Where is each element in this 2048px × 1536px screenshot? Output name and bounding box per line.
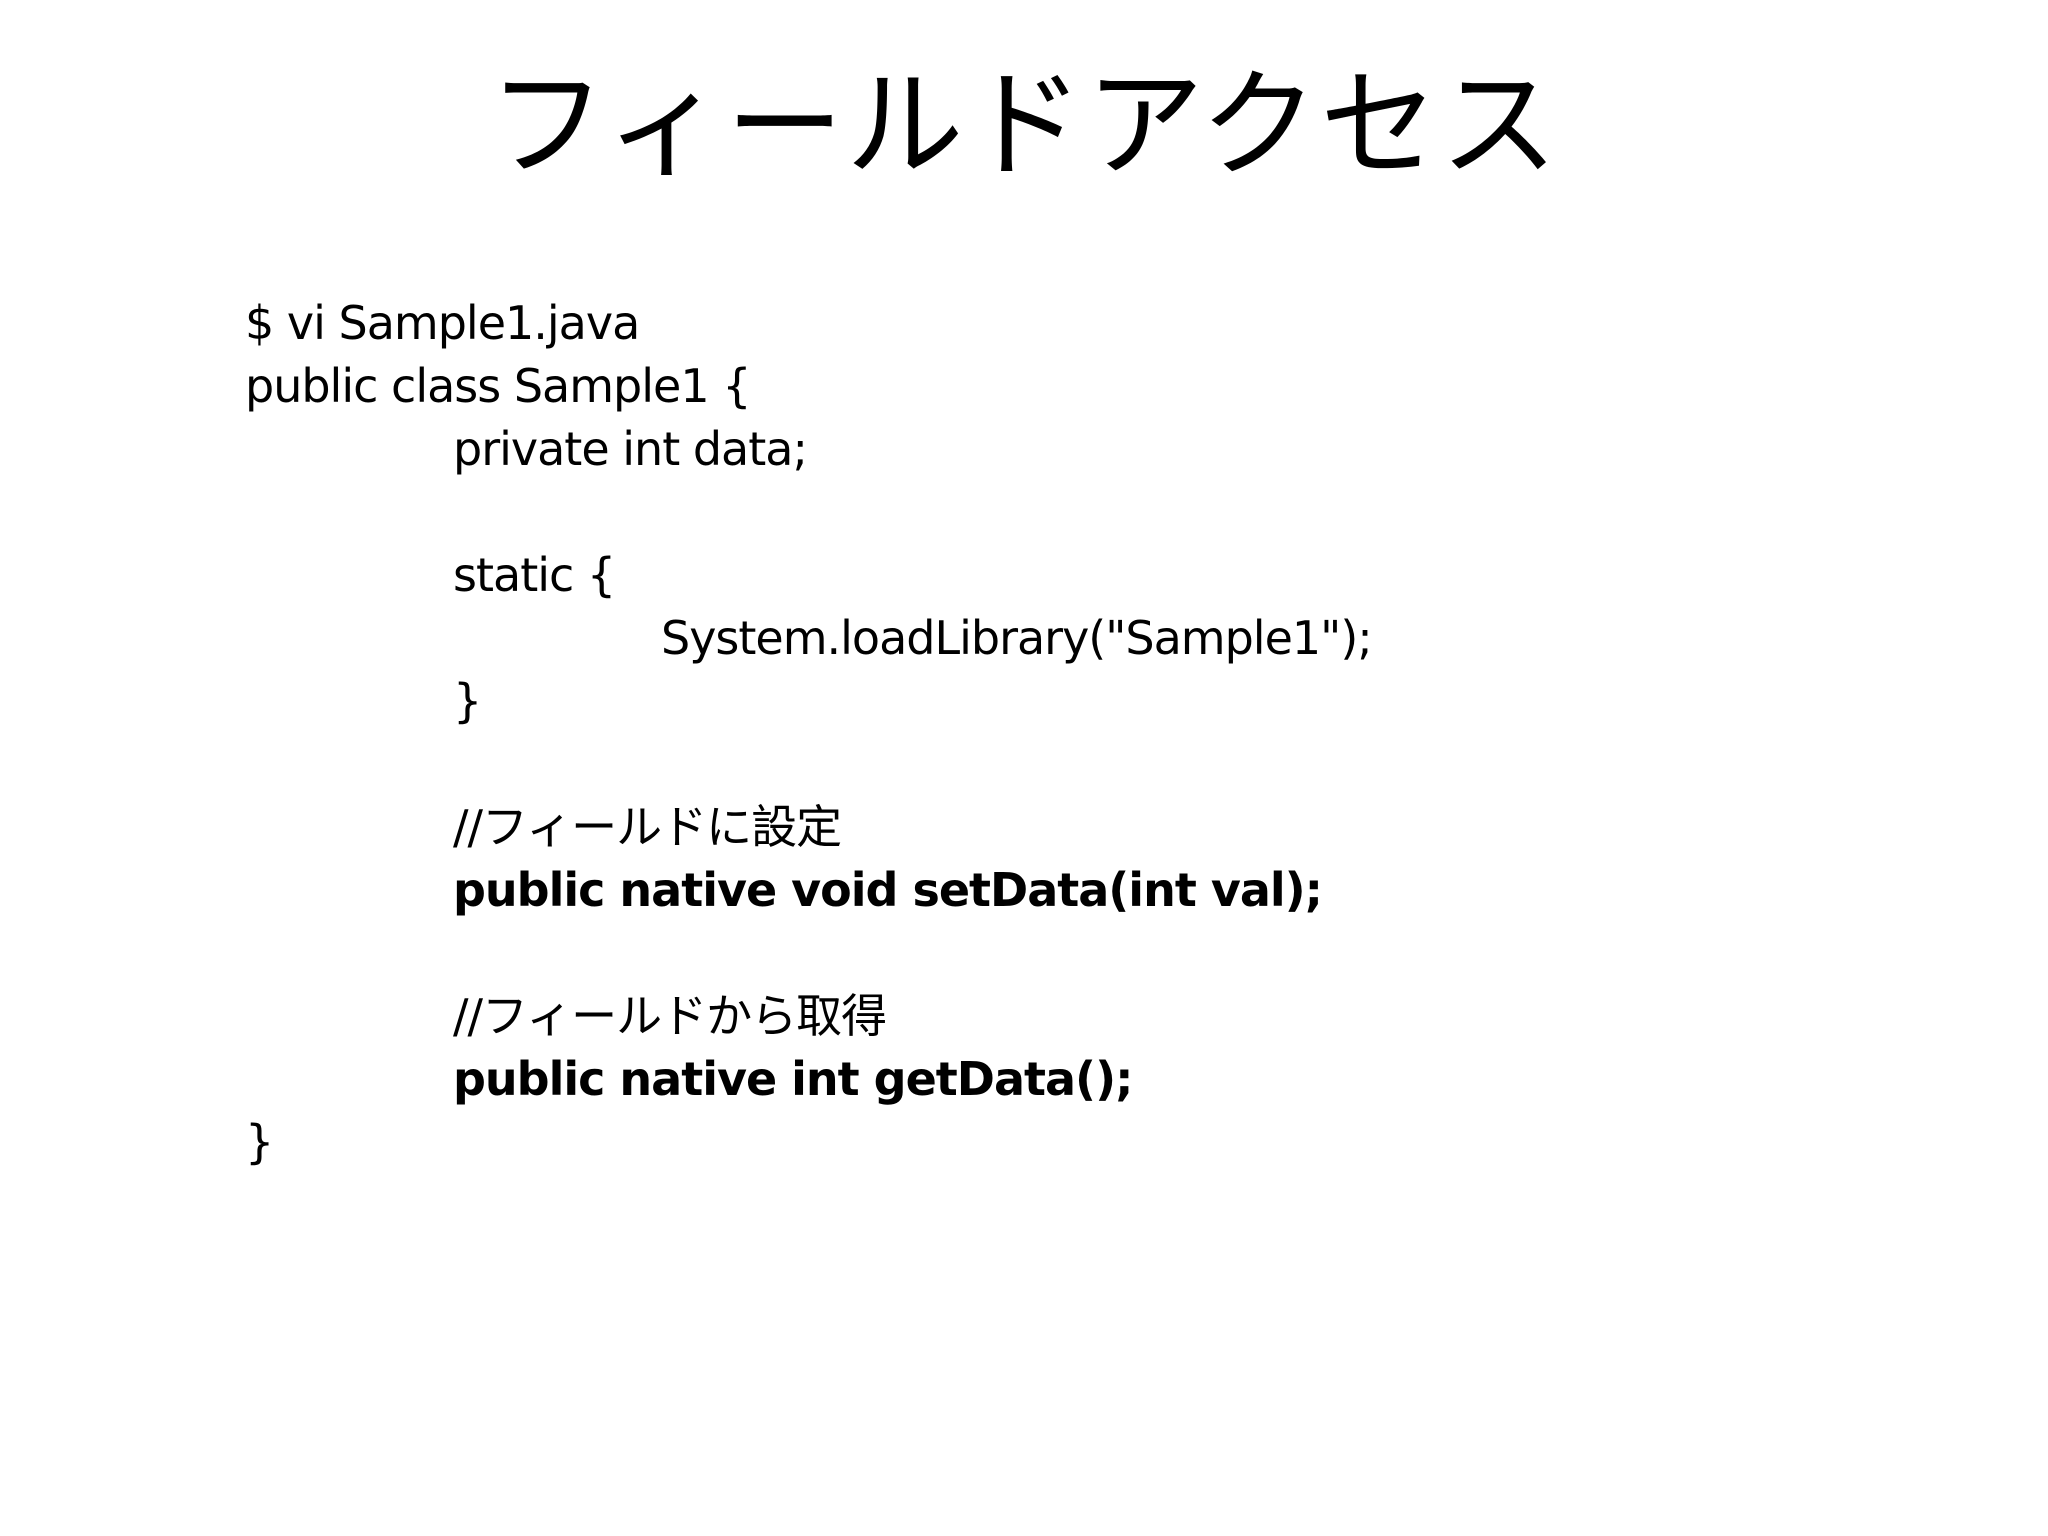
code-line-set-data-method: public native void setData(int val); xyxy=(453,863,1323,917)
code-line-field-declaration: private int data; xyxy=(453,422,808,476)
code-line-blank xyxy=(245,733,1945,796)
slide-title: フィールドアクセス xyxy=(488,56,1560,194)
code-line-static-block-open: static { xyxy=(453,548,616,602)
code-line-get-data-method: public native int getData(); xyxy=(453,1052,1134,1106)
code-line-blank xyxy=(245,481,1945,544)
code-line-load-library: System.loadLibrary("Sample1"); xyxy=(661,611,1373,665)
code-block: $ vi Sample1.java public class Sample1 {… xyxy=(245,292,1945,1174)
code-line-class-declaration: public class Sample1 { xyxy=(245,359,751,413)
code-line-class-close: } xyxy=(245,1115,274,1169)
code-line-blank xyxy=(245,922,1945,985)
code-line-static-block-close: } xyxy=(453,674,482,728)
code-line-comment-get: //フィールドから取得 xyxy=(453,989,887,1043)
code-line-comment-set: //フィールドに設定 xyxy=(453,800,842,854)
code-line-command: $ vi Sample1.java xyxy=(245,296,640,350)
